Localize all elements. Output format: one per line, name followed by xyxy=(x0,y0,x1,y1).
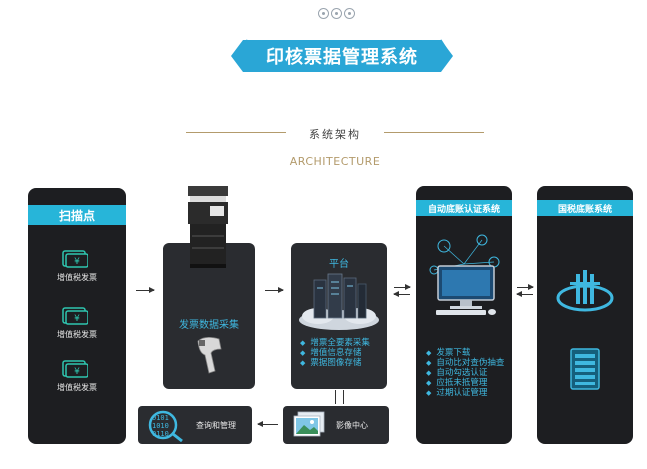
magnifier-binary-icon: 0101 1010 0110 xyxy=(146,408,186,443)
invoice-icon: ¥ xyxy=(62,360,89,378)
scan-item-2: 增值税发票 xyxy=(57,330,97,339)
section-subtitle-en: ARCHITECTURE xyxy=(289,155,381,168)
flow-arrow xyxy=(394,284,411,290)
section-subtitle: 系统架构 xyxy=(309,128,361,141)
barcode-scanner-icon xyxy=(195,335,225,375)
invoice-icon: ¥ xyxy=(62,250,89,268)
list-item: 增票全要素采集 xyxy=(300,338,370,348)
flow-arrow xyxy=(257,421,278,427)
tax-emblem-icon xyxy=(556,268,614,312)
monitor-network-icon xyxy=(424,226,506,318)
divider-left xyxy=(186,132,286,133)
svg-text:0110: 0110 xyxy=(152,430,169,438)
flow-arrow xyxy=(393,291,410,297)
flow-arrow-vertical xyxy=(335,390,336,404)
image-gallery-icon xyxy=(292,411,326,439)
auth-feature-list: 发票下载 自动比对查伪抽查 自动勾选认证 应抵未抵管理 过期认证管理 xyxy=(426,348,508,398)
list-item: 自动比对查伪抽查 xyxy=(426,358,508,368)
flow-arrow xyxy=(265,287,284,293)
server-rack-icon xyxy=(570,348,600,390)
circle-icon xyxy=(331,8,342,19)
svg-text:¥: ¥ xyxy=(74,367,80,377)
copier-icon xyxy=(186,186,232,268)
flow-arrow xyxy=(517,284,534,290)
image-center-label: 影像中心 xyxy=(336,421,368,430)
platform-panel-label: 平台 xyxy=(329,259,349,270)
svg-text:¥: ¥ xyxy=(74,314,80,324)
tax-panel-label: 国税底账系统 xyxy=(537,200,633,216)
server-cloud-icon xyxy=(298,270,380,332)
scan-item-3: 增值税发票 xyxy=(57,383,97,392)
header-decoration-icons xyxy=(318,8,358,22)
invoice-icon: ¥ xyxy=(62,307,89,325)
svg-text:1010: 1010 xyxy=(152,422,169,430)
scan-panel-label: 扫描点 xyxy=(28,205,126,225)
platform-feature-list: 增票全要素采集 增值信息存储 票据图像存储 xyxy=(300,338,370,368)
page-title: 印核票据管理系统 xyxy=(231,40,453,72)
list-item: 票据图像存储 xyxy=(300,358,370,368)
list-item: 过期认证管理 xyxy=(426,388,508,398)
query-panel-label: 查询和管理 xyxy=(196,421,236,430)
circle-icon xyxy=(318,8,329,19)
flow-arrow xyxy=(516,291,533,297)
right-bracket-icon: 〉 xyxy=(438,38,468,73)
capture-panel-label: 发票数据采集 xyxy=(179,320,239,331)
circle-icon xyxy=(344,8,355,19)
flow-arrow-vertical xyxy=(343,390,344,404)
scan-item-1: 增值税发票 xyxy=(57,273,97,282)
svg-text:¥: ¥ xyxy=(74,257,80,267)
list-item: 应抵未抵管理 xyxy=(426,378,508,388)
list-item: 自动勾选认证 xyxy=(426,368,508,378)
flow-arrow xyxy=(136,287,155,293)
list-item: 增值信息存储 xyxy=(300,348,370,358)
divider-right xyxy=(384,132,484,133)
svg-text:0101: 0101 xyxy=(152,414,169,422)
tax-panel xyxy=(537,186,633,444)
auth-panel-label: 自动底账认证系统 xyxy=(416,200,512,216)
list-item: 发票下载 xyxy=(426,348,508,358)
